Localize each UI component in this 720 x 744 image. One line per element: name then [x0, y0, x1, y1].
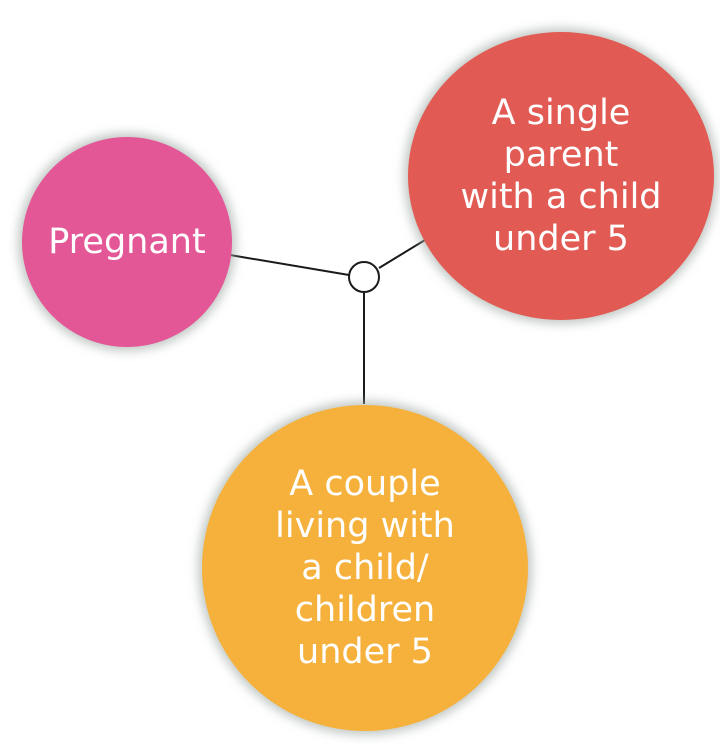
couple-label: A couple living with a child/ children u… — [275, 464, 455, 672]
single-parent-label: A single parent with a child under 5 — [460, 93, 662, 259]
connector-single-parent — [378, 239, 426, 269]
single-parent-node: A single parent with a child under 5 — [408, 32, 714, 320]
pregnant-label: Pregnant — [48, 222, 206, 262]
couple-node: A couple living with a child/ children u… — [202, 405, 528, 731]
connector-hub — [348, 261, 380, 293]
connector-pregnant — [229, 254, 350, 276]
pregnant-node: Pregnant — [22, 137, 232, 347]
